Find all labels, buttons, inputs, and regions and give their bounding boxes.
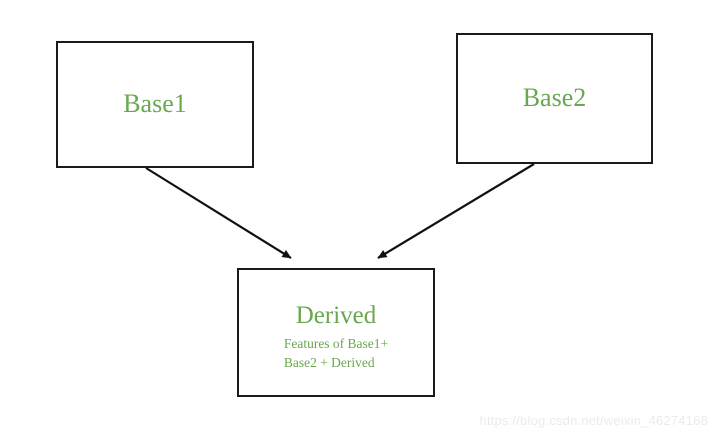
- class-name-derived: Derived: [295, 302, 377, 329]
- watermark-text: https://blog.csdn.net/weixin_46274168: [479, 413, 708, 428]
- class-name-base1: Base1: [123, 89, 187, 119]
- class-features-line-2: Base2 + Derived: [283, 355, 375, 371]
- class-features-line-1: Features of Base1+: [283, 335, 389, 351]
- class-box-base2[interactable]: Base2: [456, 33, 653, 164]
- class-features-derived: Features of Base1+ Base2 + Derived: [284, 334, 388, 373]
- class-name-base2: Base2: [522, 83, 587, 113]
- edge-base1-derived: [145, 167, 292, 259]
- class-box-derived[interactable]: Derived Features of Base1+ Base2 + Deriv…: [237, 268, 435, 397]
- edge-base2-derived: [377, 163, 535, 259]
- class-box-base1[interactable]: Base1: [56, 41, 254, 168]
